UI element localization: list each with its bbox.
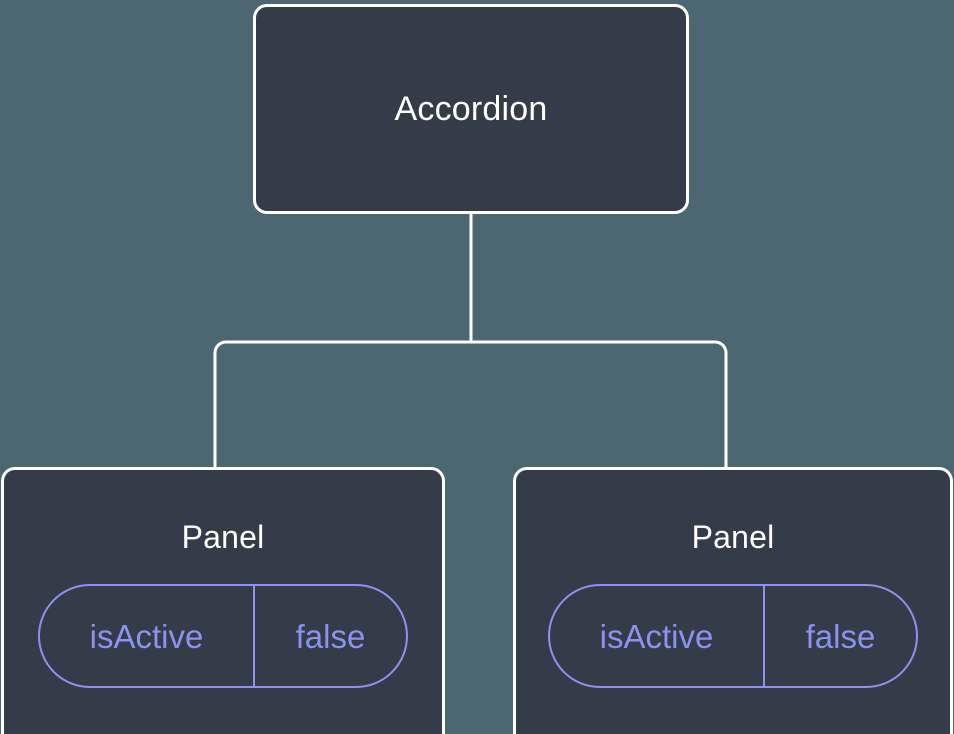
node-panel-1-label: Panel [181, 519, 265, 555]
state-badge-panel-1[interactable]: isActive false [38, 584, 408, 688]
node-accordion[interactable]: Accordion [253, 4, 689, 214]
node-panel-2-label: Panel [691, 519, 775, 555]
state-divider-panel-2 [763, 586, 765, 686]
connector-branch-left [213, 340, 471, 470]
node-panel-1[interactable]: Panel isActive false [1, 467, 445, 734]
connector-branch-right [471, 340, 728, 470]
node-panel-2[interactable]: Panel isActive false [513, 467, 953, 734]
state-value-panel-2: false [805, 617, 876, 655]
state-value-panel-1: false [295, 617, 366, 655]
state-key-panel-1: isActive [89, 617, 204, 655]
node-accordion-label: Accordion [394, 90, 548, 128]
state-divider-panel-1 [253, 586, 255, 686]
state-badge-panel-2[interactable]: isActive false [548, 584, 918, 688]
state-key-panel-2: isActive [599, 617, 714, 655]
